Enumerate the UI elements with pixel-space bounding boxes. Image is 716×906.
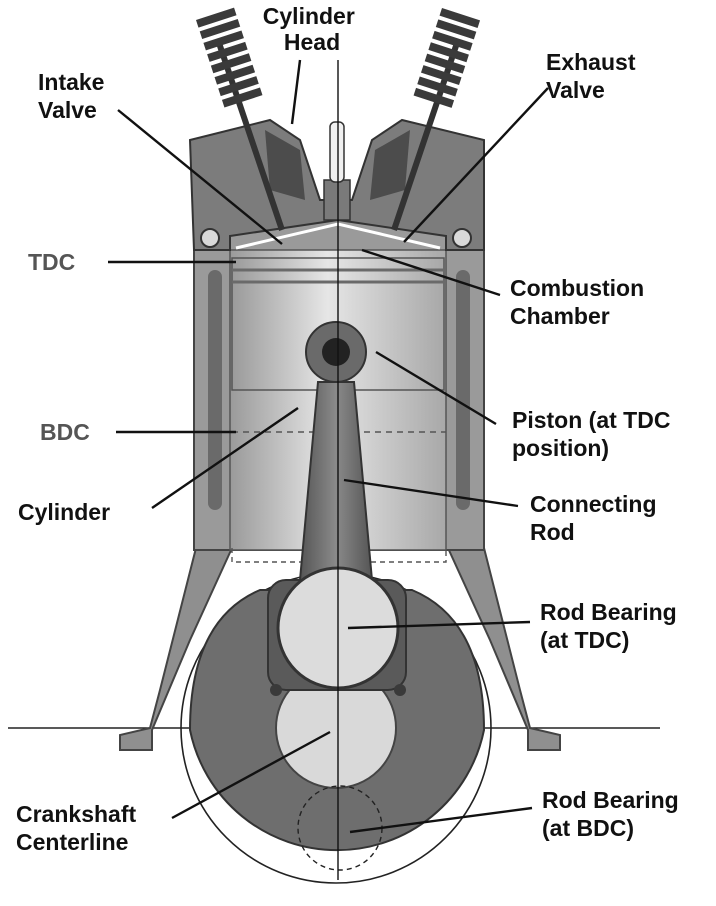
leader-rod-bearing-tdc [347,620,531,630]
coolant-passage-left [208,270,222,510]
label-tdc: TDC [28,249,75,275]
label-connecting-rod: Connecting Rod [530,491,663,545]
exhaust-port [370,130,410,200]
leader-combustion-chamber [361,248,501,297]
label-piston: Piston (at TDC position) [512,407,677,461]
leader-cylinder [151,407,299,509]
intake-port [265,130,305,200]
head-bolt-right [452,228,472,248]
head-bolt-left [200,228,220,248]
rod-bolt-right [394,684,406,696]
spark-plug-body [323,179,351,221]
exhaust-valve-spring [413,7,481,108]
coolant-passage-right [456,270,470,510]
wrist-pin [322,338,350,366]
intake-valve-spring [196,7,263,108]
leader-exhaust-valve [403,87,549,243]
leader-rod-bearing-bdc [349,806,533,834]
label-cylinder: Cylinder [18,499,110,525]
label-rod-bearing-tdc: Rod Bearing (at TDC) [540,599,683,653]
label-intake-valve: Intake Valve [38,69,111,123]
exhaust-valve-stem [391,39,461,231]
spark-plug-insulator [329,121,345,183]
label-rod-bearing-bdc: Rod Bearing (at BDC) [542,787,685,841]
label-bdc: BDC [40,419,90,445]
label-combustion-chamber: Combustion Chamber [510,275,651,329]
leader-connecting-rod [343,478,519,508]
leader-lines [108,59,549,834]
leader-piston [375,350,497,426]
leader-cylinder-head [290,59,302,125]
rod-bolt-left [270,684,282,696]
label-crankshaft-centerline: Crankshaft Centerline [16,801,143,855]
leader-crankshaft-centerline [171,730,331,820]
engine-block-skirt [119,547,561,751]
label-cylinder-head: Cylinder Head [263,3,361,55]
label-exhaust-valve: Exhaust Valve [546,49,642,103]
cylinder-head [188,118,485,251]
leader-intake-valve [117,109,283,245]
intake-valve-stem [215,39,285,231]
